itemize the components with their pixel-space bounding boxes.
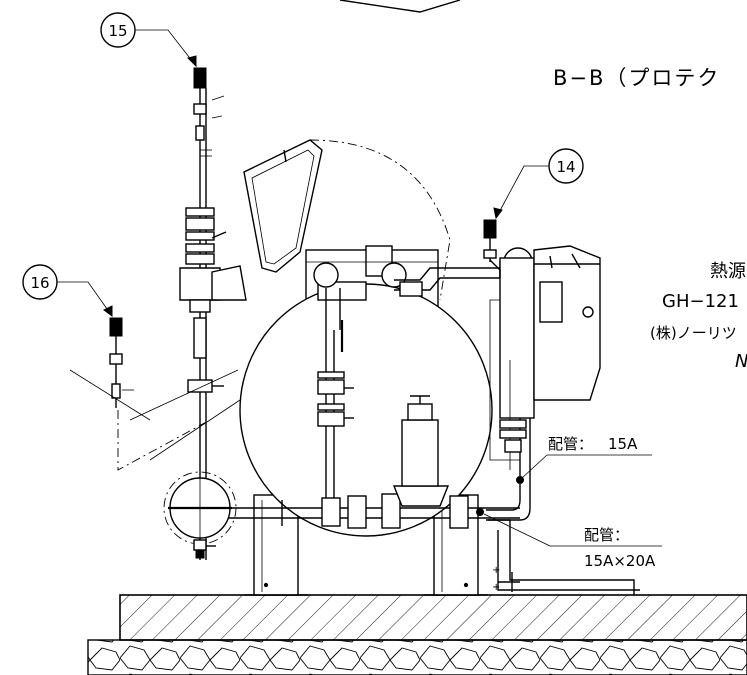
right-riser [486,290,531,521]
callout-15: 15 [100,12,197,68]
bottom-pipe-assembly [200,395,520,529]
gravel-base [87,639,747,675]
heat-source-label: 熱源 GH−121 (株)ノーリツ N [650,261,747,372]
bottom-left-flange [163,470,237,559]
inner-vertical-pipe [317,330,354,500]
svg-text:+: + [492,582,500,593]
heat-source-line4: N [735,351,747,372]
svg-text:+: + [492,565,500,576]
view-title: B−B（プロテク [553,66,720,90]
pipe-label-15a-20a: 配管： 15A×20A [483,513,662,570]
callout-14-label: 14 [556,158,575,176]
heat-source-line1: 熱源 [710,261,746,282]
callout-15-label: 15 [108,22,127,40]
pipe-15a-prefix: 配管： [548,435,593,453]
callout-14: 14 [493,148,584,220]
callout-16-label: 16 [30,274,49,292]
right-heater-unit [489,245,601,484]
pipe-15a-size: 15A [608,435,638,453]
heat-source-line2: GH−121 [662,291,739,312]
instrument-14 [483,219,501,278]
pipe-mixed-prefix: 配管： [584,526,629,544]
pipe-label-15a: 配管： 15A [521,435,652,479]
instrument-16 [69,317,241,471]
top-detail-outline [339,0,461,13]
callout-16: 16 [22,264,113,317]
pipe-mixed-size: 15A×20A [584,552,656,570]
heat-source-line3: (株)ノーリツ [650,324,737,342]
concrete-pad [119,594,747,641]
hood-cover [243,139,451,301]
